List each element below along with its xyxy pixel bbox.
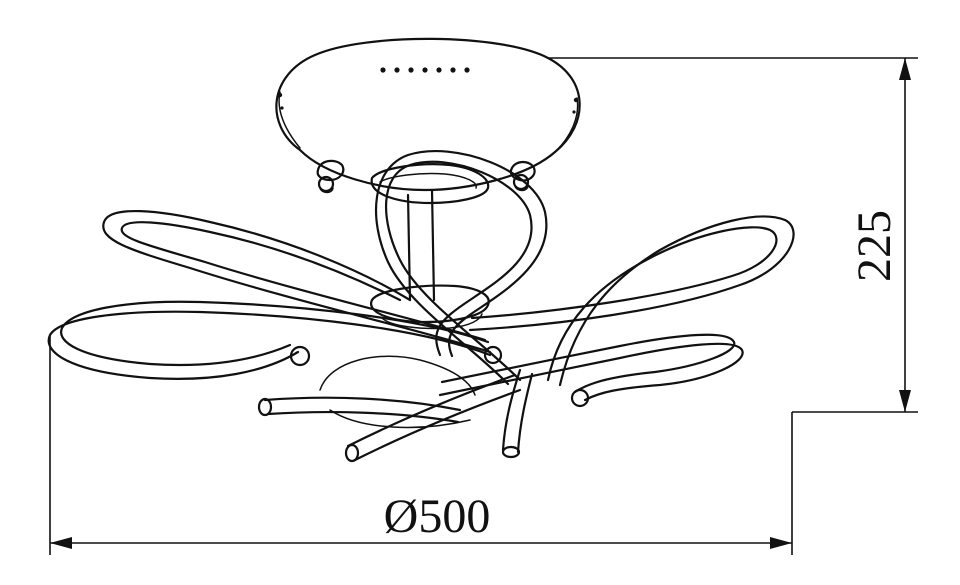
mounting-screw-right [509, 160, 536, 192]
petal-lower-right [438, 333, 744, 408]
petal-lower-left [47, 300, 492, 380]
diameter-dimension: Ø500 [49, 335, 793, 555]
petal-upper-right [468, 215, 795, 387]
canopy-dots [380, 67, 470, 73]
height-dimension: 225 [548, 57, 918, 413]
lower-tube-left [257, 396, 462, 424]
mounting-screw-left [316, 159, 345, 194]
height-label: 225 [848, 210, 901, 282]
diameter-label: Ø500 [384, 490, 491, 543]
petal-center-loop [374, 150, 548, 386]
lower-basket [319, 355, 476, 429]
lower-tube-vertical [501, 368, 534, 459]
ceiling-canopy [275, 37, 581, 192]
lower-tube-diagonal [344, 373, 522, 463]
